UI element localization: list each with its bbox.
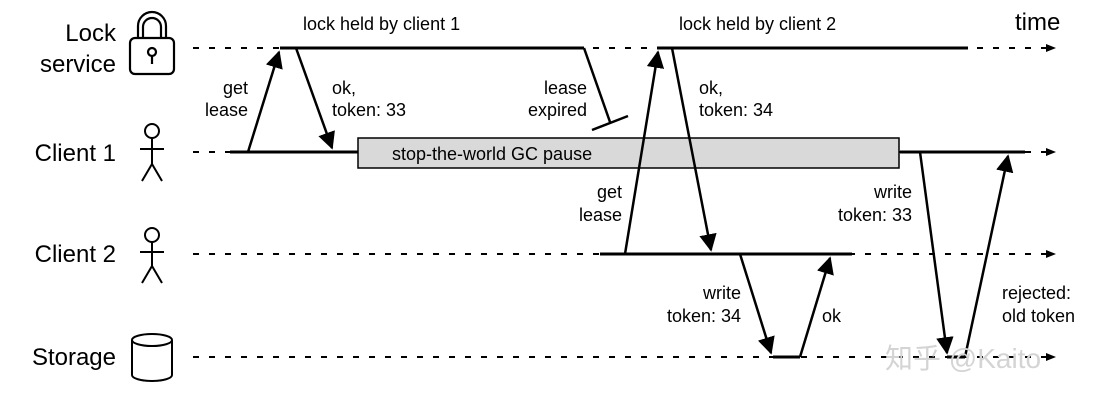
get-lease-1-label-line1: get <box>223 78 248 98</box>
lane-label-lock-service-line1: Lock <box>65 20 117 47</box>
person-icon <box>140 227 164 284</box>
lane-label-client-1: Client 1 <box>35 140 116 167</box>
ok-token-33-label-line2: token: 33 <box>332 100 406 120</box>
write-token-33-label-line2: token: 33 <box>838 205 912 225</box>
watermark: 知乎 @Kaito <box>885 343 1041 374</box>
write-token-33-label-line1: write <box>873 182 912 202</box>
write-token-34-label-line2: token: 34 <box>667 306 741 326</box>
arrow-ok-token-34 <box>670 47 717 252</box>
gc-pause-label: stop-the-world GC pause <box>392 144 592 164</box>
arrow-ok-from-storage <box>798 256 834 358</box>
rejected-label-line1: rejected: <box>1002 283 1071 303</box>
get-lease-2-label-line1: get <box>597 182 622 202</box>
lease-expiry-mark <box>591 114 629 132</box>
ok-token-34-label-line1: ok, <box>699 78 723 98</box>
lease-expiry-line <box>582 47 612 123</box>
lane-label-client-2: Client 2 <box>35 241 116 268</box>
arrow-get-lease-client-2 <box>623 50 665 255</box>
lease-expired-label-line2: expired <box>528 100 587 120</box>
database-cylinder-icon <box>131 333 173 382</box>
rejected-label-line2: old token <box>1002 306 1075 326</box>
arrow-get-lease-client-1 <box>246 50 283 153</box>
time-axis-label: time <box>1015 9 1060 36</box>
gc-pause-bar <box>357 137 900 169</box>
arrow-rejected-old-token <box>963 154 1014 358</box>
arrow-write-token-33 <box>918 151 954 355</box>
ok-token-34-label-line2: token: 34 <box>699 100 773 120</box>
get-lease-1-label-line2: lease <box>205 100 248 120</box>
lock-held-client-2-label: lock held by client 2 <box>679 14 836 34</box>
ok-from-storage-label: ok <box>822 306 842 326</box>
arrow-ok-token-33 <box>294 47 335 150</box>
write-token-34-label-line1: write <box>702 283 741 303</box>
padlock-icon <box>128 10 176 76</box>
arrow-write-token-34 <box>738 253 775 355</box>
lane-label-storage: Storage <box>32 344 116 371</box>
lock-held-client-1-label: lock held by client 1 <box>303 14 460 34</box>
ok-token-33-label-line1: ok, <box>332 78 356 98</box>
get-lease-2-label-line2: lease <box>579 205 622 225</box>
lease-expired-label-line1: lease <box>544 78 587 98</box>
person-icon <box>140 123 164 182</box>
lane-label-lock-service-line2: service <box>40 51 116 78</box>
